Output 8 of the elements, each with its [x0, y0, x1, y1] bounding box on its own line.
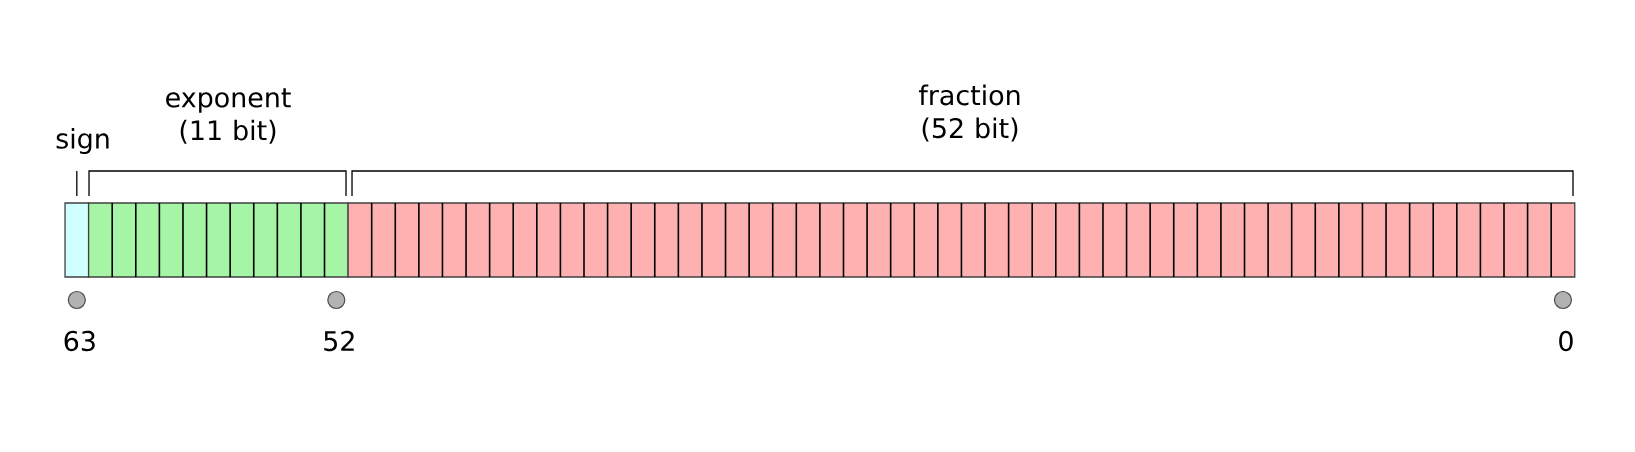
- node-label: exponent (11 bit): [166, 88, 291, 144]
- bit-index: 63: [64, 330, 95, 352]
- node-label: sign: [56, 127, 109, 155]
- node-label: fraction (52 bit): [918, 84, 1020, 142]
- bit-field: sign: [56, 128, 109, 278]
- bit-index: 0: [1559, 330, 1573, 352]
- bit-index: 52: [324, 330, 354, 352]
- bit-field: fraction (52 bit): [347, 84, 1576, 278]
